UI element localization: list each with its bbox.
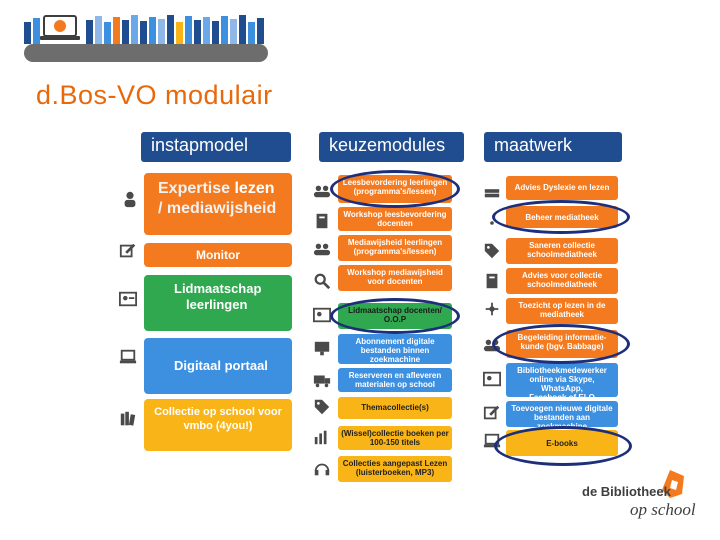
- search-icon: [314, 273, 331, 290]
- lid-line1: Lidmaatschap: [174, 281, 262, 296]
- instap-expertise-block: Expertise lezen / mediawijsheid: [144, 173, 292, 235]
- monitor-icon: [314, 341, 330, 356]
- page-title: d.Bos-VO modulair: [36, 80, 273, 110]
- highlight-ring: [330, 298, 460, 334]
- books-icon: [484, 189, 500, 198]
- network-icon: [485, 302, 499, 316]
- maat-module-1: Advies Dyslexie en lezen: [506, 176, 618, 200]
- highlight-ring: [494, 426, 632, 466]
- keuze-module-8: Themacollectie(s): [338, 397, 452, 419]
- laptop-icon: [119, 349, 137, 364]
- headphones-icon: [314, 463, 330, 476]
- coll-line1: Collectie op school voor: [154, 406, 282, 418]
- instap-collectie-block: Collectie op school voor vmbo (4you!): [144, 399, 292, 451]
- column-header-keuzemodules: keuzemodules: [319, 132, 464, 162]
- header-bar: [24, 44, 268, 62]
- logo-subtext: op school: [630, 500, 696, 519]
- books-icon: [120, 411, 136, 426]
- id-card-icon: [119, 291, 137, 307]
- coll-line2: vmbo (4you!): [183, 420, 253, 432]
- edit-icon: [119, 243, 136, 258]
- expertise-text-c: / mediawijsheid: [158, 200, 277, 217]
- truck-icon: [313, 375, 331, 388]
- expertise-text-b: lezen: [234, 180, 275, 197]
- highlight-ring: [330, 170, 460, 208]
- highlight-ring: [492, 324, 630, 364]
- id-card-icon: [313, 307, 331, 323]
- tag-icon: [314, 399, 330, 415]
- column-header-instapmodel: instapmodel: [141, 132, 291, 162]
- instap-digitaal-block: Digitaal portaal: [144, 338, 292, 394]
- keuze-module-10: Collecties aangepast Lezen(luisterboeken…: [338, 456, 452, 482]
- keuze-module-3: Mediawijsheid leerlingen(programma's/les…: [338, 235, 452, 261]
- bar-chart-icon: [314, 430, 327, 445]
- edit-icon: [483, 405, 500, 420]
- dots-icon: [490, 221, 494, 225]
- bookshelf-graphic: [24, 14, 270, 44]
- instap-lidmaatschap-block: Lidmaatschap leerlingen: [144, 275, 292, 331]
- person-icon: [124, 191, 136, 208]
- id-card-icon: [483, 371, 501, 387]
- expertise-text-a: Expertise: [158, 180, 235, 197]
- instap-monitor-block: Monitor: [144, 243, 292, 267]
- logo-text: de Bibliotheek: [582, 484, 671, 499]
- column-header-maatwerk: maatwerk: [484, 132, 622, 162]
- group-icon: [313, 185, 331, 198]
- lid-line2: leerlingen: [186, 297, 248, 312]
- book-icon: [486, 273, 498, 289]
- tag-icon: [484, 243, 500, 259]
- book-icon: [316, 213, 328, 229]
- laptop-icon: [40, 15, 80, 40]
- highlight-ring: [492, 200, 630, 234]
- bibliotheek-logo: [662, 470, 684, 498]
- group-icon: [313, 243, 331, 256]
